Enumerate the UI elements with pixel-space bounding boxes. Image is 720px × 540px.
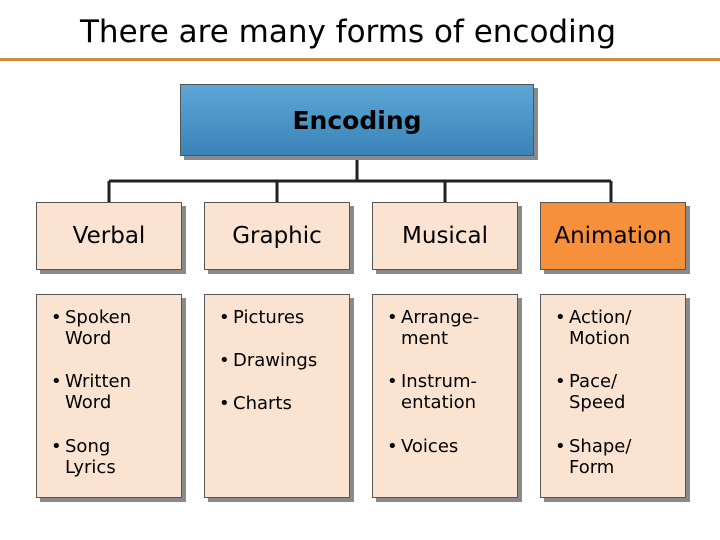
list-item: Arrange- ment [387, 307, 511, 349]
list-item: Pictures [219, 307, 343, 328]
category-label: Verbal [72, 223, 146, 249]
category-header-graphic: Graphic [204, 202, 350, 270]
category-header-musical: Musical [372, 202, 518, 270]
title-underline [0, 58, 720, 61]
list-item: Spoken Word [51, 307, 175, 349]
list-item: Voices [387, 436, 511, 457]
category-label: Musical [402, 223, 488, 249]
category-items-musical: Arrange- ment Instrum- entation Voices [372, 294, 518, 498]
list-item: Written Word [51, 371, 175, 413]
list-item: Action/ Motion [555, 307, 679, 349]
category-label: Animation [554, 223, 672, 249]
list-item: Instrum- entation [387, 371, 511, 413]
list-item: Drawings [219, 350, 343, 371]
list-item: Pace/ Speed [555, 371, 679, 413]
encoding-root-label: Encoding [292, 105, 422, 135]
list-item: Shape/ Form [555, 436, 679, 478]
category-items-animation: Action/ Motion Pace/ Speed Shape/ Form [540, 294, 686, 498]
category-items-graphic: Pictures Drawings Charts [204, 294, 350, 498]
category-label: Graphic [232, 223, 322, 249]
slide-title: There are many forms of encoding [80, 14, 617, 50]
category-header-animation: Animation [540, 202, 686, 270]
encoding-root-node: Encoding [180, 84, 534, 156]
category-header-verbal: Verbal [36, 202, 182, 270]
list-item: Charts [219, 393, 343, 414]
category-items-verbal: Spoken Word Written Word Song Lyrics [36, 294, 182, 498]
list-item: Song Lyrics [51, 436, 175, 478]
